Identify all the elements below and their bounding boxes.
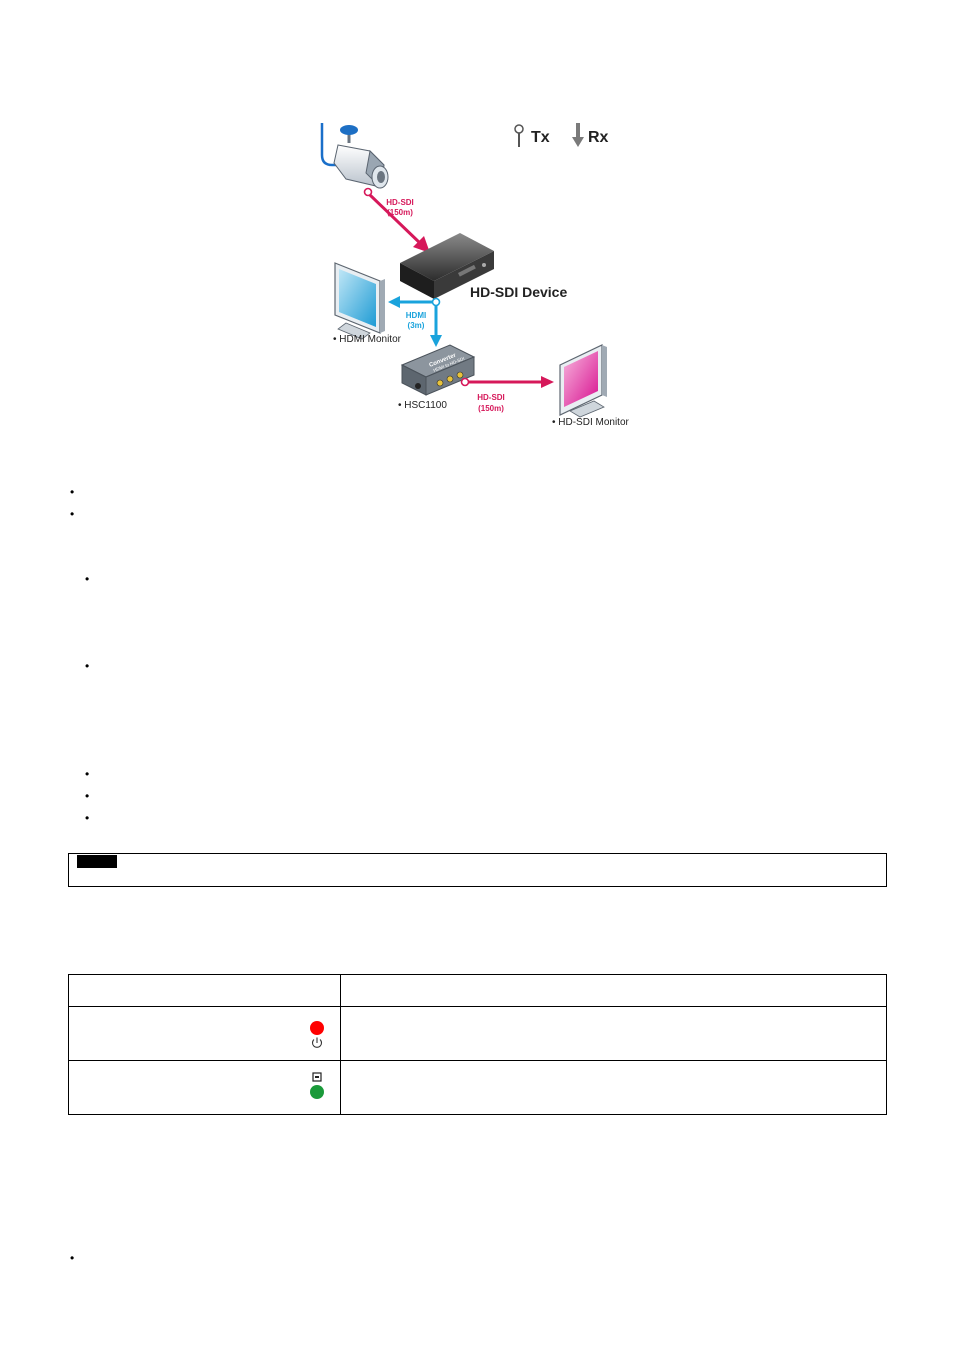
table-cell-description	[340, 1060, 887, 1115]
table-row	[68, 1006, 887, 1061]
led-indicator-table	[68, 974, 887, 1115]
red-led-icon	[310, 1021, 324, 1035]
bullet-marker: •	[85, 572, 90, 586]
hdmi-monitor-label: • HDMI Monitor	[333, 334, 402, 345]
table-header-cell	[68, 974, 341, 1007]
note-box	[68, 853, 887, 887]
hdmi-label-2: (3m)	[408, 321, 425, 330]
table-cell-led	[68, 1060, 341, 1115]
hdsdi-monitor-label: • HD-SDI Monitor	[552, 417, 630, 428]
table-row	[68, 1060, 887, 1115]
table-header-cell	[340, 974, 887, 1007]
table-cell-led	[68, 1006, 341, 1061]
hdsdi-input-label-1: HD-SDI	[386, 198, 414, 207]
hdsdi-device-icon	[400, 233, 494, 299]
bullet-marker: •	[85, 811, 90, 825]
device-label: HD-SDI Device	[470, 284, 567, 300]
bullet-marker: •	[70, 1251, 75, 1265]
hdmi-arrows	[388, 296, 442, 347]
hsc1100-label: • HSC1100	[398, 400, 447, 411]
connection-diagram-svg: HD-SDI (150m) Tx Rx HD-SDI Device • HDMI…	[320, 123, 630, 428]
hdsdi-output-label-1: HD-SDI	[477, 393, 505, 402]
connection-diagram: HD-SDI (150m) Tx Rx HD-SDI Device • HDMI…	[300, 115, 640, 435]
input-icon	[311, 1070, 323, 1082]
hdsdi-monitor-icon	[559, 344, 607, 418]
bullet-marker: •	[85, 789, 90, 803]
hdsdi-output-label-2: (150m)	[478, 404, 504, 413]
hdmi-label-1: HDMI	[406, 311, 426, 320]
bullet-marker: •	[70, 507, 75, 521]
hdmi-monitor-icon	[334, 262, 385, 340]
bullet-marker: •	[85, 767, 90, 781]
legend	[514, 123, 584, 147]
green-led-icon	[310, 1085, 324, 1099]
bullet-marker: •	[85, 659, 90, 673]
hdsdi-output-arrow	[460, 376, 554, 388]
camera-icon	[320, 123, 389, 197]
power-icon	[310, 1036, 324, 1050]
table-cell-description	[340, 1006, 887, 1061]
bullet-marker: •	[70, 485, 75, 499]
note-label-block	[77, 855, 117, 868]
hsc1100-converter-icon: Converter HDMI to HD-SDI	[400, 344, 476, 396]
table-header-row	[68, 974, 887, 1007]
hdsdi-input-arrow	[368, 193, 430, 253]
hdsdi-input-label-2: (150m)	[387, 208, 413, 217]
legend-rx-label: Rx	[588, 129, 609, 146]
legend-tx-label: Tx	[531, 129, 550, 146]
